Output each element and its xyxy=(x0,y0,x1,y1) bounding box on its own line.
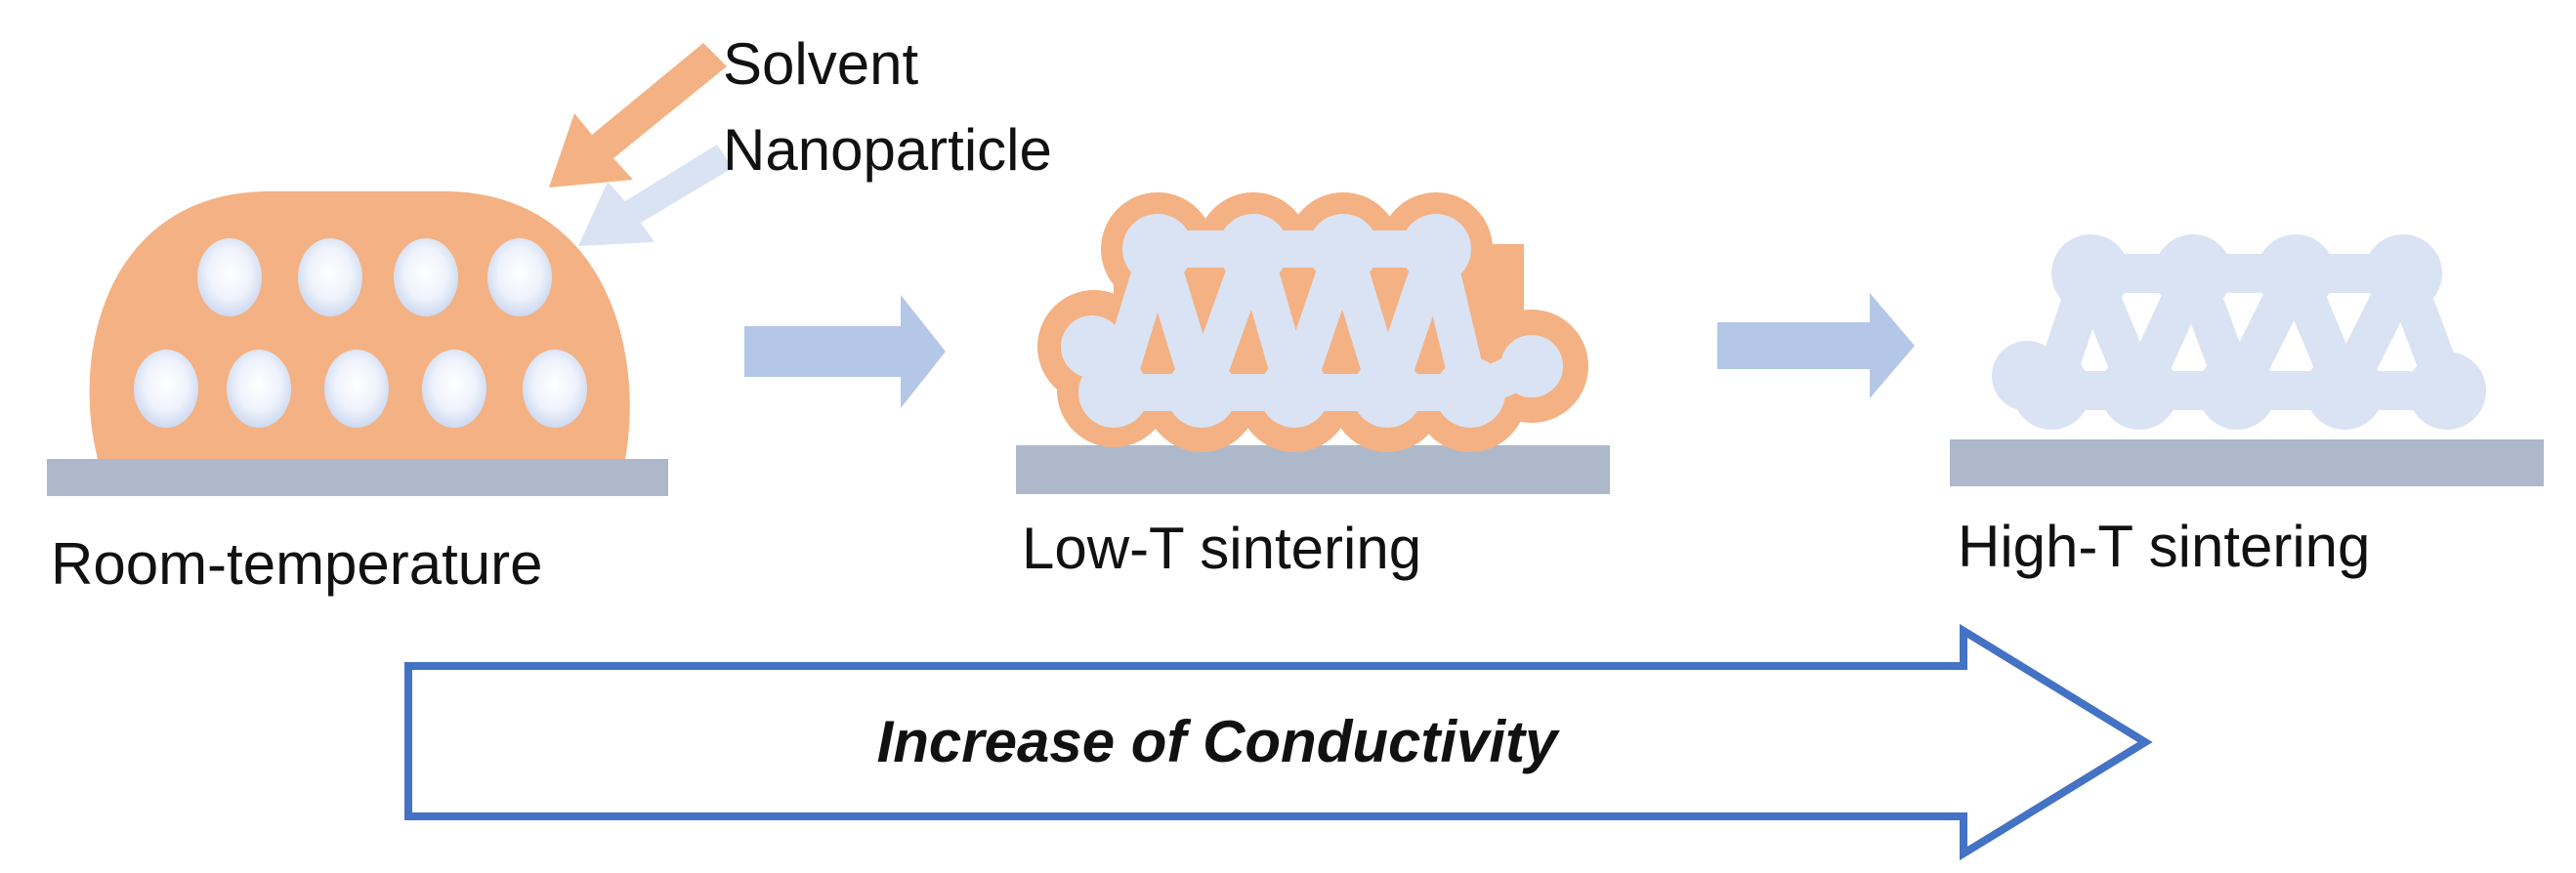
nanoparticle xyxy=(1435,357,1505,428)
sintered-network-high-t xyxy=(1992,234,2486,430)
nanoparticle xyxy=(1078,357,1149,428)
trend-arrow-outline xyxy=(404,623,2153,861)
step-arrow-2 xyxy=(1717,293,1915,398)
solvent-label: Solvent xyxy=(723,31,918,97)
nanoparticle xyxy=(1166,357,1237,428)
nanoparticle xyxy=(197,238,262,316)
nanoparticle xyxy=(298,238,362,316)
nanoparticle-label: Nanoparticle xyxy=(723,117,1052,183)
nanoparticle xyxy=(227,350,291,428)
nanoparticle-pointer-arrow xyxy=(578,145,733,246)
stage-label-low-t-sintering: Low-T sintering xyxy=(1022,516,1421,581)
sintered-network-low-t xyxy=(1061,214,1563,428)
nanoparticle xyxy=(1122,214,1193,284)
substrate-high-t xyxy=(1950,439,2544,486)
nanoparticle xyxy=(1500,335,1563,397)
nanoparticle xyxy=(1308,214,1378,284)
solvent-pointer-arrow xyxy=(549,43,727,187)
trend-label: Increase of Conductivity xyxy=(877,709,1560,774)
step-arrow-1 xyxy=(744,295,946,408)
nanoparticle xyxy=(394,238,458,316)
low-t-sintering-stage: Low-T sintering xyxy=(1016,192,1610,581)
nanoparticle xyxy=(487,238,552,316)
nanoparticle xyxy=(2154,234,2232,312)
nanoparticle-group xyxy=(134,238,587,428)
nanoparticle xyxy=(1259,357,1330,428)
nanoparticle xyxy=(1401,214,1471,284)
nanoparticle xyxy=(2364,234,2442,312)
nanoparticle xyxy=(134,350,198,428)
nanoparticle xyxy=(2305,352,2384,430)
high-t-sintering-stage: High-T sintering xyxy=(1950,234,2544,579)
nanoparticle xyxy=(2100,352,2178,430)
nanoparticle xyxy=(324,350,389,428)
substrate-room-temperature xyxy=(47,459,668,496)
nanoparticle xyxy=(1352,357,1422,428)
nanoparticle xyxy=(523,350,587,428)
nanoparticle xyxy=(2198,352,2276,430)
stage-label-high-t-sintering: High-T sintering xyxy=(1958,514,2370,579)
substrate-low-t xyxy=(1016,445,1610,494)
conductivity-trend-arrow: Increase of Conductivity xyxy=(404,623,2153,861)
stage-label-room-temperature: Room-temperature xyxy=(51,531,543,597)
room-temperature-stage: Room-temperature xyxy=(47,191,668,597)
nanoparticle xyxy=(2051,234,2130,312)
nanoparticle xyxy=(2408,352,2486,430)
nanoparticle xyxy=(1218,214,1288,284)
nanoparticle xyxy=(2257,234,2335,312)
nanoparticle xyxy=(422,350,486,428)
nanoparticle xyxy=(2012,352,2090,430)
legend: Solvent Nanoparticle xyxy=(549,31,1052,246)
